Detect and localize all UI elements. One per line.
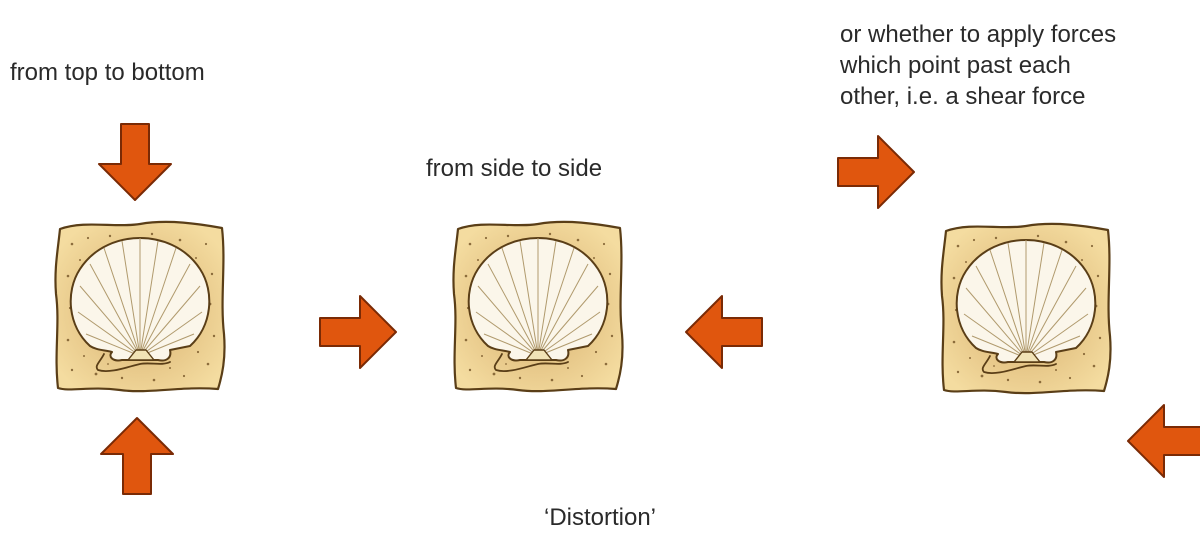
label-shear-force: or whether to apply forces which point p… — [840, 19, 1116, 112]
arrow-up-icon — [101, 418, 173, 494]
arrow-left-icon — [686, 296, 762, 368]
arrow-left-icon — [1128, 405, 1200, 477]
label-shear-line: or whether to apply forces — [840, 19, 1116, 50]
label-top-to-bottom: from top to bottom — [10, 57, 205, 88]
fossil-shell-icon — [941, 224, 1110, 393]
label-shear-line: other, i.e. a shear force — [840, 81, 1116, 112]
label-side-to-side: from side to side — [426, 153, 602, 184]
fossil-shell-icon — [453, 222, 622, 391]
arrow-right-icon — [320, 296, 396, 368]
fossil-shell-icon — [55, 222, 224, 391]
arrow-right-icon — [838, 136, 914, 208]
caption: ‘Distortion’ — [0, 502, 1200, 533]
arrow-down-icon — [99, 124, 171, 200]
label-shear-line: which point past each — [840, 50, 1116, 81]
